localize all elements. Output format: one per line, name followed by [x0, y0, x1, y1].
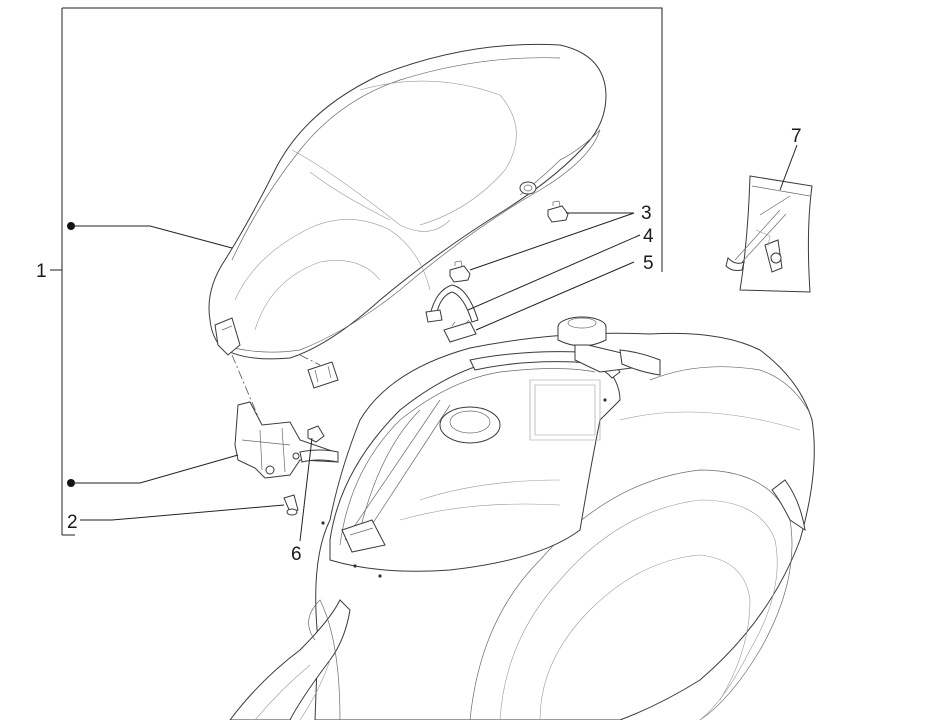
rubber-pad — [443, 319, 477, 343]
callout-6: 6 — [291, 544, 302, 565]
seat — [208, 43, 607, 441]
tool-kit — [725, 175, 813, 293]
group-1-bracket — [50, 7, 663, 536]
seat-hinge — [234, 401, 339, 479]
clip — [425, 284, 479, 323]
callout-2: 2 — [67, 512, 78, 533]
callout-labels: 1 2 3 4 5 6 7 — [36, 126, 802, 565]
nut — [307, 425, 325, 443]
fuel-cap — [557, 316, 661, 376]
leader-lines — [67, 144, 798, 542]
callout-1: 1 — [36, 261, 47, 282]
seat-stopper — [307, 361, 339, 389]
callout-5: 5 — [643, 253, 654, 274]
screw — [283, 494, 299, 516]
scooter-body — [229, 332, 815, 720]
bump-stop — [449, 200, 569, 283]
callout-4: 4 — [643, 226, 654, 247]
callout-3: 3 — [641, 203, 652, 224]
callout-7: 7 — [791, 126, 802, 147]
